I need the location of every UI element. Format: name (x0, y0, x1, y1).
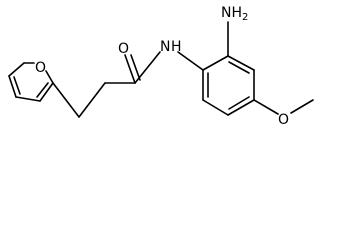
bond-ring-c1-c2 (202, 55, 229, 71)
bond-furan-c4-c3 (8, 62, 25, 77)
benzene-ring (202, 55, 255, 116)
bond-furan-o-c2 (45, 70, 54, 84)
bond-carbonyl-n (134, 51, 161, 84)
furan-ring (8, 62, 54, 102)
propanoyl-chain (52, 51, 161, 118)
furan-oxygen-label: O (35, 60, 46, 76)
bond-ring-o-methoxy (253, 99, 279, 115)
amide-nitrogen-label: N (160, 39, 170, 55)
bond-o-methyl (290, 99, 314, 114)
bond-ring-c2-c3-double (228, 61, 250, 74)
bond-furan-c5-c4-double (13, 76, 21, 95)
amino-subscript: 2 (242, 12, 248, 23)
bond-carbonyl-o-double (130, 54, 141, 81)
methoxy-oxygen-label: O (278, 112, 289, 128)
bond-furan-c2-c1 (39, 82, 54, 102)
bond-carbonyl-o (124, 54, 136, 84)
amino-group-text: NH (221, 5, 242, 21)
bond-ring-c2-c3 (227, 55, 255, 71)
bond-ring-c5-c6 (202, 99, 229, 116)
carbonyl-oxygen-label: O (118, 41, 129, 57)
amino-group-label: NH2 (221, 5, 248, 23)
structure-diagram: O O N H NH2 O (8, 5, 314, 128)
amide-hydrogen-label: H (171, 39, 182, 55)
bond-furan-c1-c5 (15, 96, 41, 102)
bond-n-aryl (177, 51, 204, 71)
bond-ring-c4-c5-double (228, 96, 250, 110)
bond-ch2a-ch2b (78, 82, 106, 118)
bond-ring-c4-c5 (227, 99, 255, 116)
bond-furan-c2-c1-double (36, 82, 49, 98)
bond-c2-ch2a (52, 82, 80, 118)
bond-furan-c5-c4 (8, 75, 17, 98)
